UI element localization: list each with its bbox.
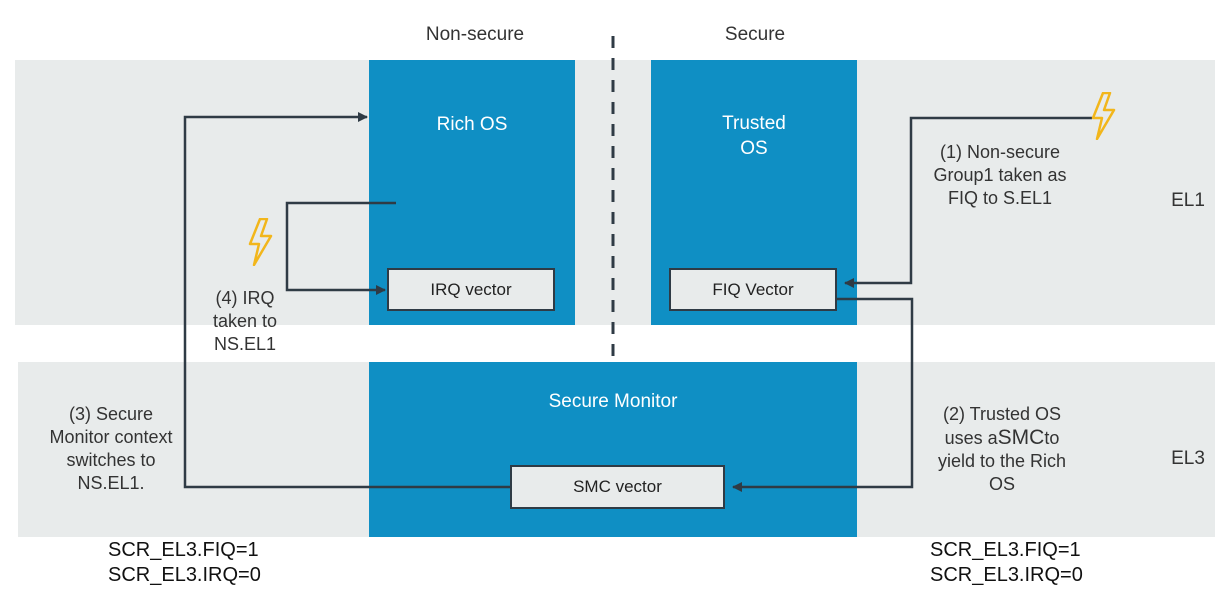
step1-line3: FIQ to S.EL1	[947, 188, 1053, 208]
step4-text: (4) IRQ taken to NS.EL1	[195, 287, 295, 356]
lightning-bolt-icon	[248, 218, 273, 266]
el1-band	[15, 60, 1215, 325]
header-non-secure: Non-secure	[425, 24, 525, 45]
irq-vector-box: IRQ vector	[387, 268, 555, 311]
register-right-irq: SCR_EL3.IRQ=0	[930, 564, 1083, 586]
arrow-step1	[844, 116, 1092, 288]
register-right-fiq: SCR_EL3.FIQ=1	[930, 539, 1081, 561]
step4-line3: NS.EL1	[213, 334, 277, 354]
arrow-step4	[285, 201, 396, 295]
step1-line2: Group1 taken as	[933, 165, 1067, 185]
trusted-os-title-line1: Trusted	[722, 113, 786, 134]
step2-line4: OS	[988, 474, 1015, 494]
step4-line2: taken to	[212, 311, 278, 331]
step3-line4: NS.EL1.	[77, 473, 145, 493]
arrow-step3	[183, 112, 510, 489]
registers-right: SCR_EL3.FIQ=1 SCR_EL3.IRQ=0	[930, 538, 1150, 588]
register-left-irq: SCR_EL3.IRQ=0	[108, 564, 261, 586]
step4-line1: (4) IRQ	[215, 288, 275, 308]
trusted-os-title-line2: OS	[740, 138, 768, 159]
step2-line3: yield to the Rich	[937, 451, 1067, 471]
arrow-step2	[732, 297, 914, 492]
register-left-fiq: SCR_EL3.FIQ=1	[108, 539, 259, 561]
level-el3: EL3	[1171, 448, 1205, 469]
smc-vector-box: SMC vector	[510, 465, 725, 509]
step2-line2-post: to	[1044, 428, 1060, 448]
step1-text: (1) Non-secure Group1 taken as FIQ to S.…	[910, 141, 1090, 210]
trusted-os-title: Trusted OS	[651, 111, 857, 161]
step1-line1: (1) Non-secure	[939, 142, 1061, 162]
secure-monitor-title: Secure Monitor	[548, 391, 678, 412]
step2-line1: (2) Trusted OS	[942, 404, 1062, 424]
lightning-bolt-icon	[1091, 92, 1116, 140]
step2-text: (2) Trusted OS uses aSMCto yield to the …	[922, 403, 1082, 496]
header-secure: Secure	[724, 24, 786, 45]
step3-line2: Monitor context	[49, 427, 173, 447]
step2-smc: SMC	[997, 426, 1045, 449]
step2-line2-pre: uses a	[944, 428, 998, 448]
fiq-vector-box: FIQ Vector	[669, 268, 837, 311]
step3-text: (3) Secure Monitor context switches to N…	[36, 403, 186, 495]
level-el1: EL1	[1171, 190, 1205, 211]
step3-line3: switches to	[66, 450, 156, 470]
step2-line2: uses aSMCto	[922, 426, 1082, 450]
rich-os-title: Rich OS	[436, 114, 508, 135]
step3-line1: (3) Secure	[68, 404, 154, 424]
registers-left: SCR_EL3.FIQ=1 SCR_EL3.IRQ=0	[108, 538, 328, 588]
